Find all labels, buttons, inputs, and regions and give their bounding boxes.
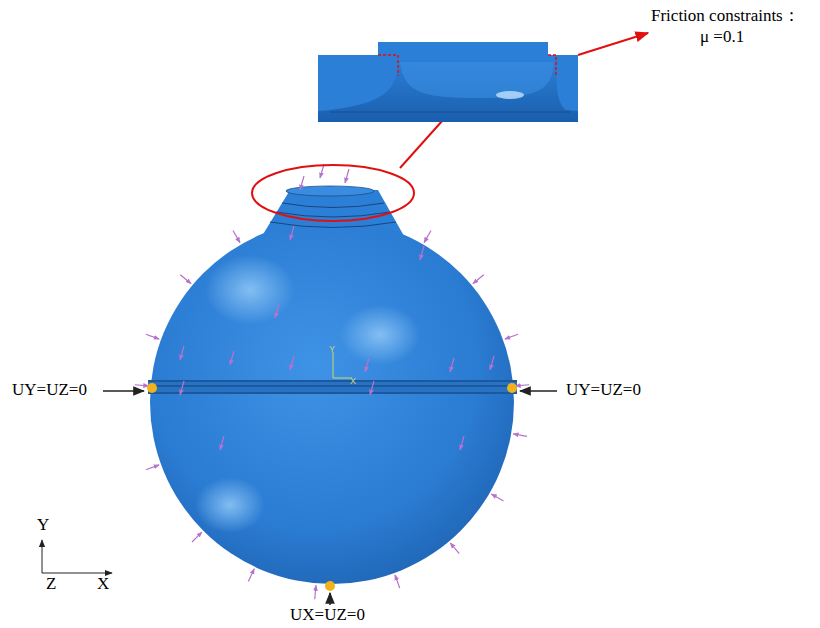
pressure-arrow [220,436,224,450]
label-holder: X [97,574,109,594]
ring-line [270,222,396,228]
friction-dash [378,55,398,76]
inset-cavity [318,57,578,122]
pressure-arrow [460,436,464,450]
callout-arrow [578,33,648,55]
pressure-arrow [450,358,454,372]
label-holder: Y [37,515,49,535]
pressure-arrow [290,356,294,370]
pressure-arrow [515,385,529,386]
pressure-arrow [180,275,191,284]
pressure-arrow [370,381,374,395]
pressure-arrow [490,356,494,370]
pressure-arrow [192,532,202,542]
pressure-arrow [180,346,184,360]
highlight [195,477,265,533]
axis-label: Y [329,344,335,354]
highlight [205,255,295,325]
pressure-arrow [300,176,304,190]
center-axis [333,378,352,379]
axis-label: X [350,376,356,386]
pressure-arrow [248,569,254,582]
label-holder: Z [46,574,56,594]
pressure-arrow [365,358,369,372]
pressure-arrow [230,351,234,365]
pressure-arrow [505,334,518,339]
pressure-arrows [135,164,529,599]
callout-ellipse [252,165,414,221]
bc-arrow [520,390,557,392]
pressure-arrow [233,231,240,243]
band-line [148,393,517,394]
band-line [148,381,517,382]
annotation-label: Friction constraints： [651,6,800,25]
band-line [148,386,517,387]
label-holder: Y [329,338,335,356]
pressure-arrow [395,575,400,588]
bc-arrow [103,390,144,392]
pressure-arrow [513,434,527,436]
label-holder: UY=UZ=0 [566,380,641,400]
annotation-label: X [97,574,109,593]
constraint-dot [147,383,157,393]
inset-body [318,42,578,122]
pressure-arrow [135,385,149,386]
label-holder: UX=UZ=0 [290,605,365,625]
pressure-arrow [420,246,424,260]
pressure-arrow [146,334,159,339]
annotation-label: μ =0.1 [700,27,744,46]
label-holder: μ =0.1 [700,27,744,47]
highlight [340,305,420,365]
axis-line [42,573,112,574]
friction-dash [548,55,556,76]
pressure-arrow [290,226,294,240]
label-holder: X [350,370,356,388]
inset-line [330,112,570,113]
top-face [286,186,374,196]
annotation-label: UY=UZ=0 [12,380,87,399]
pressure-arrow [491,494,503,501]
label-holder: UY=UZ=0 [12,380,87,400]
axis-line [42,540,43,573]
annotation-label: UY=UZ=0 [566,380,641,399]
constraint-dot [507,383,517,393]
inset-surface [400,62,554,98]
bc-arrow [329,593,331,605]
label-holder: Friction constraints： [651,6,800,26]
equator-band [148,380,517,394]
pressure-arrow [473,275,484,284]
center-axis [333,352,334,378]
sphere [150,220,514,584]
pressure-arrow [275,304,279,318]
pressure-arrow [345,169,349,183]
pressure-arrow [315,585,316,599]
inset-highlight [496,91,524,99]
pressure-arrow [450,543,459,554]
pressure-arrow [146,465,159,470]
ring-line [282,203,384,208]
pressure-arrow [424,231,431,243]
annotation-label: UX=UZ=0 [290,605,365,624]
constraint-dot [325,581,335,591]
pressure-arrow [180,381,184,395]
annotation-label: Y [37,515,49,534]
ring-line [276,212,390,217]
annotation-label: Z [46,574,56,593]
